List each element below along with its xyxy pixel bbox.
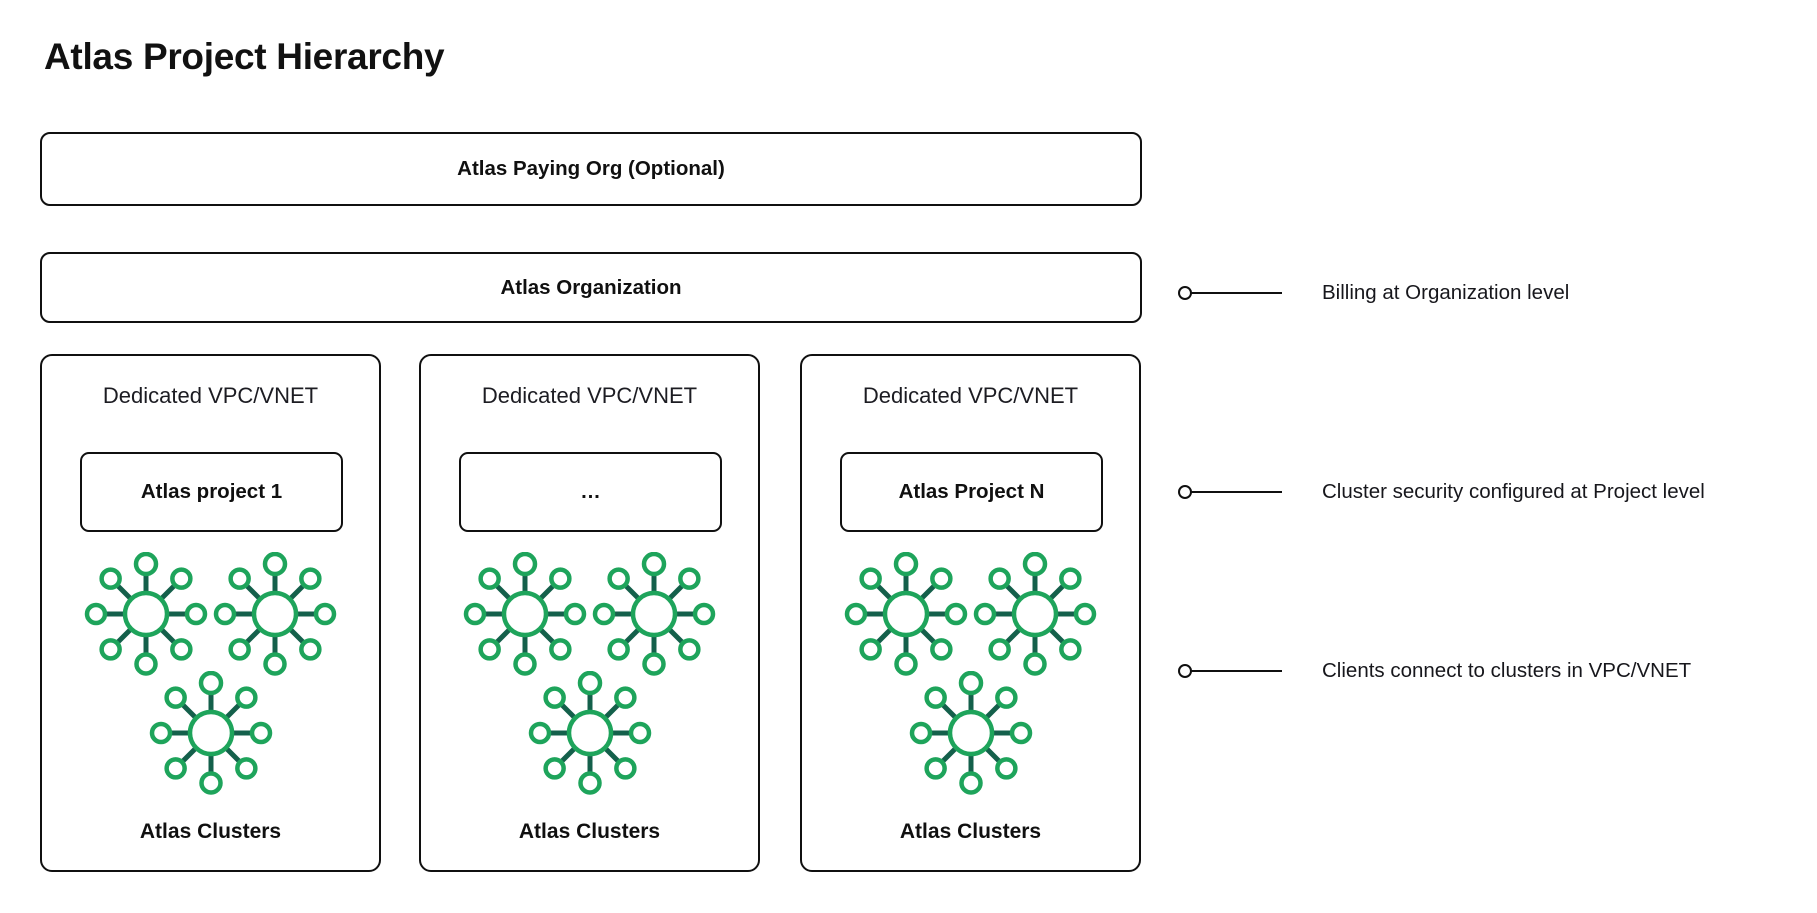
vpc-header: Dedicated VPC/VNET <box>862 383 1079 408</box>
cluster-row <box>844 552 1097 676</box>
atlas-cluster-icon <box>84 552 208 676</box>
atlas-paying-org-label: Atlas Paying Org (Optional) <box>457 157 725 180</box>
clusters-label: Atlas Clusters <box>139 820 282 843</box>
callout-label: Billing at Organization level <box>1322 281 1570 304</box>
vpc-box-n: Dedicated VPC/VNET Atlas Project N Atlas… <box>800 354 1141 872</box>
atlas-organization-box: Atlas Organization <box>40 252 1142 323</box>
project-box-1: Atlas project 1 <box>80 452 343 532</box>
callout-billing: Billing at Organization level <box>1178 281 1569 305</box>
callout-clients-connect: Clients connect to clusters in VPC/VNET <box>1178 659 1691 683</box>
clusters-label: Atlas Clusters <box>518 820 661 843</box>
callout-cluster-security: Cluster security configured at Project l… <box>1178 480 1705 504</box>
cluster-row <box>463 552 716 676</box>
project-label: Atlas project 1 <box>140 480 283 503</box>
clusters-label: Atlas Clusters <box>899 820 1042 843</box>
callout-label: Cluster security configured at Project l… <box>1322 480 1705 503</box>
clusters-group <box>802 552 1139 795</box>
project-box-ellipsis: … <box>459 452 722 532</box>
page-title: Atlas Project Hierarchy <box>44 36 445 77</box>
project-label: Atlas Project N <box>898 480 1045 503</box>
project-label: … <box>580 480 601 503</box>
atlas-cluster-icon <box>909 671 1033 795</box>
atlas-cluster-icon <box>844 552 968 676</box>
atlas-cluster-icon <box>149 671 273 795</box>
connector-line-icon <box>1190 490 1282 494</box>
atlas-cluster-icon <box>528 671 652 795</box>
cluster-row <box>149 671 273 795</box>
cluster-row <box>528 671 652 795</box>
atlas-cluster-icon <box>592 552 716 676</box>
atlas-organization-label: Atlas Organization <box>500 275 682 299</box>
connector-line-icon <box>1190 669 1282 673</box>
atlas-cluster-icon <box>213 552 337 676</box>
cluster-row <box>84 552 337 676</box>
callout-label: Clients connect to clusters in VPC/VNET <box>1322 659 1692 682</box>
vpc-header: Dedicated VPC/VNET <box>102 383 319 408</box>
cluster-row <box>909 671 1033 795</box>
clusters-group <box>42 552 379 795</box>
atlas-cluster-icon <box>973 552 1097 676</box>
vpc-box-1: Dedicated VPC/VNET Atlas project 1 Atlas… <box>40 354 381 872</box>
connector-line-icon <box>1190 291 1282 295</box>
atlas-cluster-icon <box>463 552 587 676</box>
clusters-group <box>421 552 758 795</box>
vpc-header: Dedicated VPC/VNET <box>481 383 698 408</box>
atlas-paying-org-box: Atlas Paying Org (Optional) <box>40 132 1142 206</box>
vpc-box-2: Dedicated VPC/VNET … Atlas Clusters <box>419 354 760 872</box>
project-box-n: Atlas Project N <box>840 452 1103 532</box>
